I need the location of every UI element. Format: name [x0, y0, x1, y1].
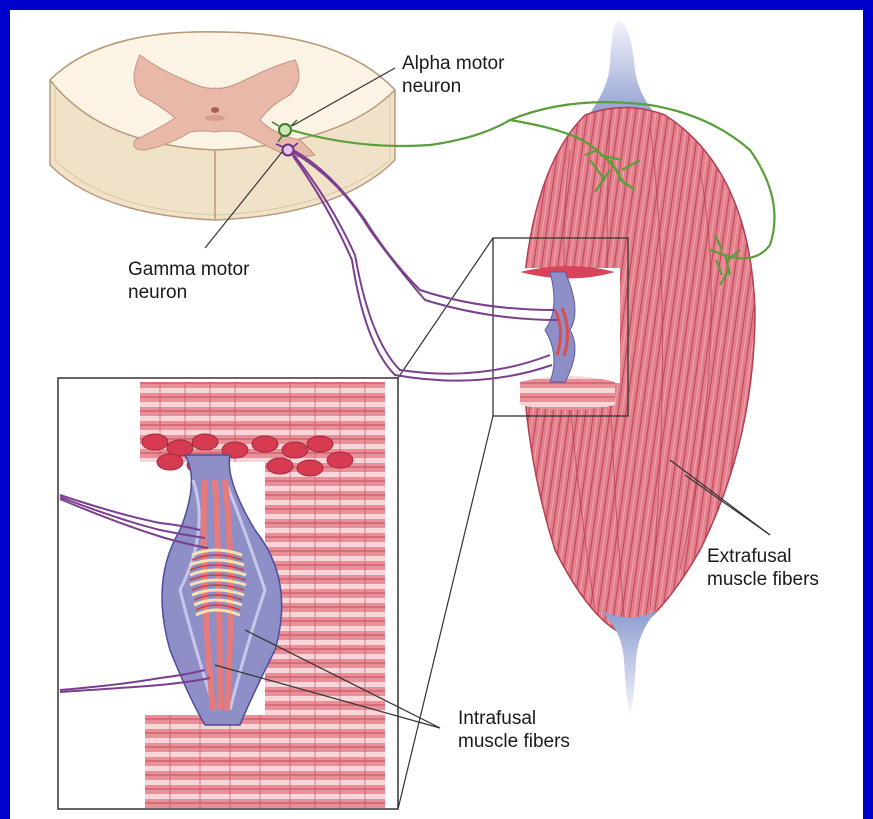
alpha-motor-neuron-label: Alpha motor neuron [402, 52, 504, 98]
diagram-canvas: Alpha motor neuron Gamma motor neuron Ex… [10, 10, 863, 819]
gamma-motor-neuron-label: Gamma motor neuron [128, 258, 249, 304]
diagram-illustration [10, 10, 863, 819]
spindle-inset [58, 378, 398, 809]
zoom-line-top [398, 238, 493, 378]
intrafusal-fibers-label: Intrafusal muscle fibers [458, 707, 570, 753]
extrafusal-fibers-label: Extrafusal muscle fibers [707, 545, 819, 591]
spindle-cutaway [520, 266, 620, 410]
